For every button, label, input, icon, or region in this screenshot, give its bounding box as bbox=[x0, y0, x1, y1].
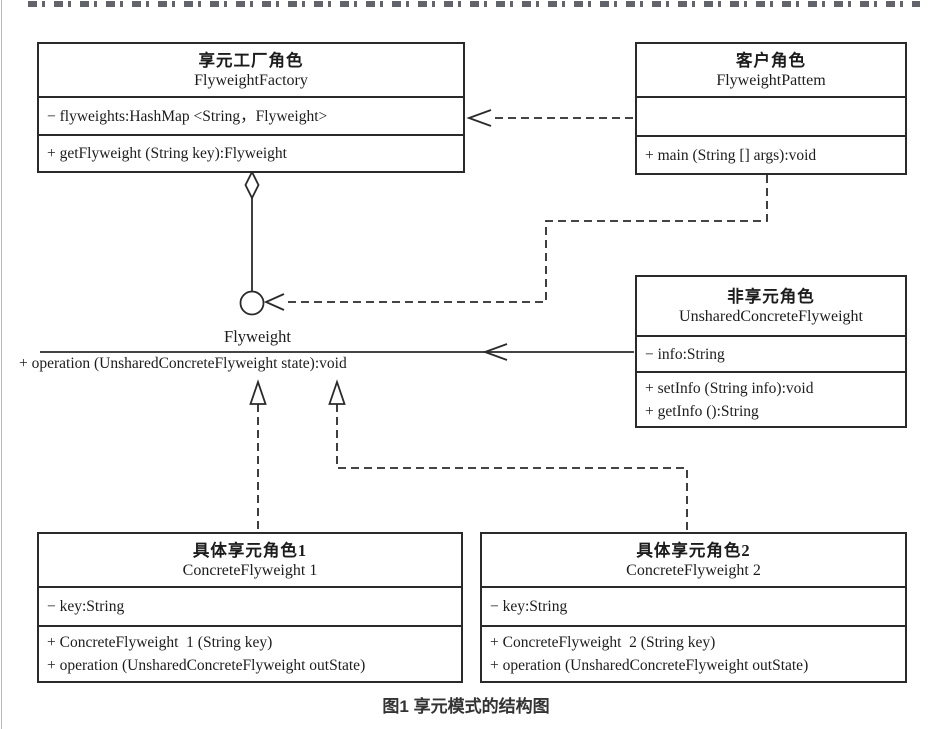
class-title-cn: 非享元角色 bbox=[727, 286, 815, 306]
methods-section: + getFlyweight (String key):Flyweight bbox=[39, 134, 463, 171]
methods-section: + main (String [] args):void bbox=[637, 135, 905, 173]
association-unshared-to-interface bbox=[40, 343, 634, 361]
interface-operation-label: + operation (UnsharedConcreteFlyweight s… bbox=[19, 355, 347, 372]
class-title-cn: 具体享元角色2 bbox=[636, 540, 751, 560]
class-title: 享元工厂角色 FlyweightFactory bbox=[39, 44, 463, 96]
class-unshared-concrete-flyweight: 非享元角色 UnsharedConcreteFlyweight − info:S… bbox=[635, 275, 907, 428]
interface-lollipop-icon bbox=[239, 290, 265, 316]
interface-name-label: Flyweight bbox=[224, 327, 291, 346]
methods-section: + ConcreteFlyweight 2 (String key) + ope… bbox=[482, 625, 905, 681]
class-title: 非享元角色 UnsharedConcreteFlyweight bbox=[637, 277, 905, 335]
class-title-cn: 享元工厂角色 bbox=[198, 50, 304, 70]
attribute: − key:String bbox=[47, 598, 125, 615]
class-title: 具体享元角色2 ConcreteFlyweight 2 bbox=[482, 534, 905, 586]
class-title-cn: 具体享元角色1 bbox=[192, 540, 308, 560]
clipped-text-row bbox=[28, 1, 920, 7]
method: + ConcreteFlyweight 2 (String key) bbox=[490, 634, 716, 651]
dependency-client-to-interface bbox=[263, 175, 768, 311]
attributes-section: − info:String bbox=[637, 335, 905, 371]
open-arrowhead-icon bbox=[263, 293, 285, 311]
class-title-en: ConcreteFlyweight 2 bbox=[626, 561, 761, 579]
realization-concrete1 bbox=[249, 379, 267, 531]
page-left-border bbox=[1, 0, 2, 729]
dependency-client-to-factory bbox=[466, 109, 633, 127]
class-title-en: UnsharedConcreteFlyweight bbox=[679, 307, 863, 325]
method: + getInfo ():String bbox=[645, 402, 759, 420]
class-client: 客户角色 FlyweightPattem + main (String [] a… bbox=[635, 42, 907, 175]
class-title: 客户角色 FlyweightPattem bbox=[637, 44, 905, 96]
realization-concrete2 bbox=[328, 379, 688, 531]
method: + operation (UnsharedConcreteFlyweight o… bbox=[490, 657, 809, 674]
attributes-section bbox=[637, 96, 905, 135]
method: + setInfo (String info):void bbox=[645, 379, 814, 397]
realization-triangle-icon bbox=[328, 379, 346, 405]
attribute: − key:String bbox=[490, 598, 568, 615]
methods-section: + ConcreteFlyweight 1 (String key) + ope… bbox=[39, 625, 461, 681]
attributes-section: − key:String bbox=[39, 586, 461, 625]
figure-caption: 图1 享元模式的结构图 bbox=[382, 697, 550, 716]
class-flyweight-factory: 享元工厂角色 FlyweightFactory − flyweights:Has… bbox=[37, 42, 465, 173]
class-title-cn: 客户角色 bbox=[736, 50, 806, 70]
class-concrete-flyweight-1: 具体享元角色1 ConcreteFlyweight 1 − key:String… bbox=[37, 532, 463, 683]
method: + getFlyweight (String key):Flyweight bbox=[47, 145, 287, 162]
class-concrete-flyweight-2: 具体享元角色2 ConcreteFlyweight 2 − key:String… bbox=[480, 532, 907, 683]
open-arrowhead-icon bbox=[466, 109, 492, 127]
attribute: − info:String bbox=[645, 345, 725, 363]
method: + ConcreteFlyweight 1 (String key) bbox=[47, 634, 273, 651]
class-title-en: FlyweightFactory bbox=[194, 71, 308, 89]
realization-triangle-icon bbox=[249, 379, 267, 405]
attributes-section: − flyweights:HashMap <String，Flyweight> bbox=[39, 96, 463, 134]
attributes-section: − key:String bbox=[482, 586, 905, 625]
class-title-en: ConcreteFlyweight 1 bbox=[182, 561, 318, 579]
attribute: − flyweights:HashMap <String，Flyweight> bbox=[47, 107, 328, 125]
class-title: 具体享元角色1 ConcreteFlyweight 1 bbox=[39, 534, 461, 586]
method: + main (String [] args):void bbox=[645, 146, 817, 164]
class-title-en: FlyweightPattem bbox=[716, 71, 826, 89]
method: + operation (UnsharedConcreteFlyweight o… bbox=[47, 657, 366, 674]
aggregation-diamond-icon bbox=[244, 169, 260, 291]
open-arrowhead-icon bbox=[482, 343, 508, 361]
methods-section: + setInfo (String info):void + getInfo (… bbox=[637, 371, 905, 426]
